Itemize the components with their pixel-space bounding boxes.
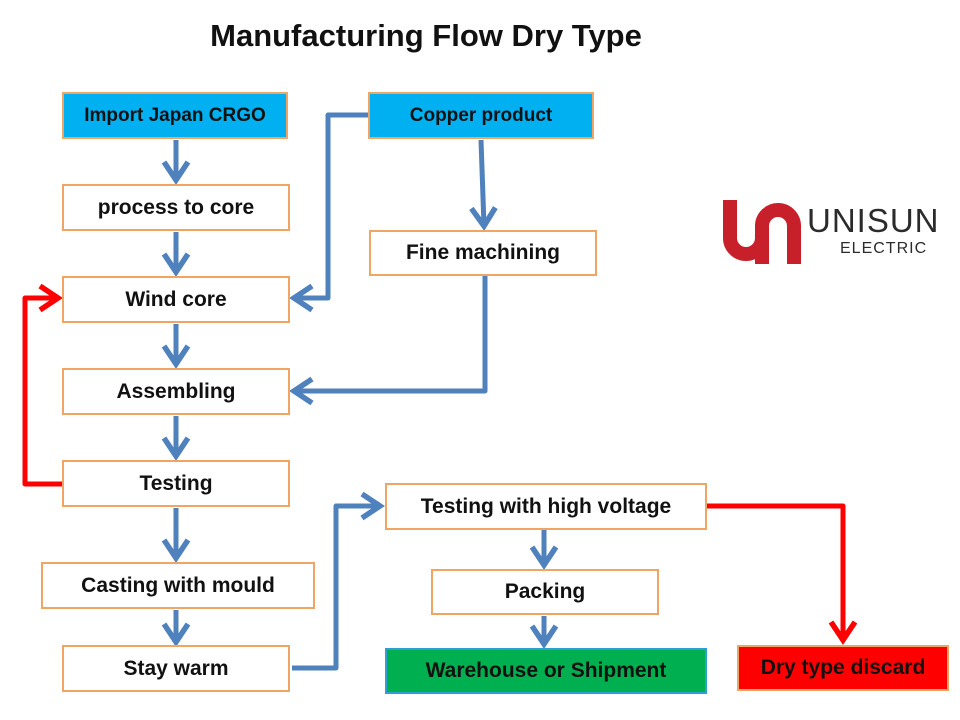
arrow-testing-rework-to-wind <box>22 283 63 487</box>
node-casting-with-mould: Casting with mould <box>41 562 315 609</box>
arrow-copper-to-wind <box>289 112 368 313</box>
diagram-title: Manufacturing Flow Dry Type <box>210 18 642 53</box>
unisun-logo: UNISUN ELECTRIC <box>722 196 942 268</box>
logo-subtitle: ELECTRIC <box>840 240 928 257</box>
node-stay-warm: Stay warm <box>62 645 290 692</box>
node-wind-core: Wind core <box>62 276 290 323</box>
node-packing: Packing <box>431 569 659 615</box>
arrow-copper-to-machining <box>469 139 498 231</box>
node-fine-machining: Fine machining <box>369 230 597 276</box>
arrow-hvtest-to-discard <box>707 503 858 645</box>
arrow-machining-to-assembling <box>289 276 488 406</box>
arrow-staywarm-to-hvtest <box>292 491 385 671</box>
node-import-crgo: Import Japan CRGO <box>62 92 288 139</box>
node-copper-product: Copper product <box>368 92 594 139</box>
node-process-to-core: process to core <box>62 184 290 231</box>
unisun-mark-icon <box>723 200 801 264</box>
node-testing: Testing <box>62 460 290 507</box>
logo-name: UNISUN <box>807 202 940 239</box>
node-testing-high-voltage: Testing with high voltage <box>385 483 707 530</box>
node-warehouse-or-shipment: Warehouse or Shipment <box>385 648 707 694</box>
node-dry-type-discard: Dry type discard <box>737 645 949 691</box>
node-assembling: Assembling <box>62 368 290 415</box>
